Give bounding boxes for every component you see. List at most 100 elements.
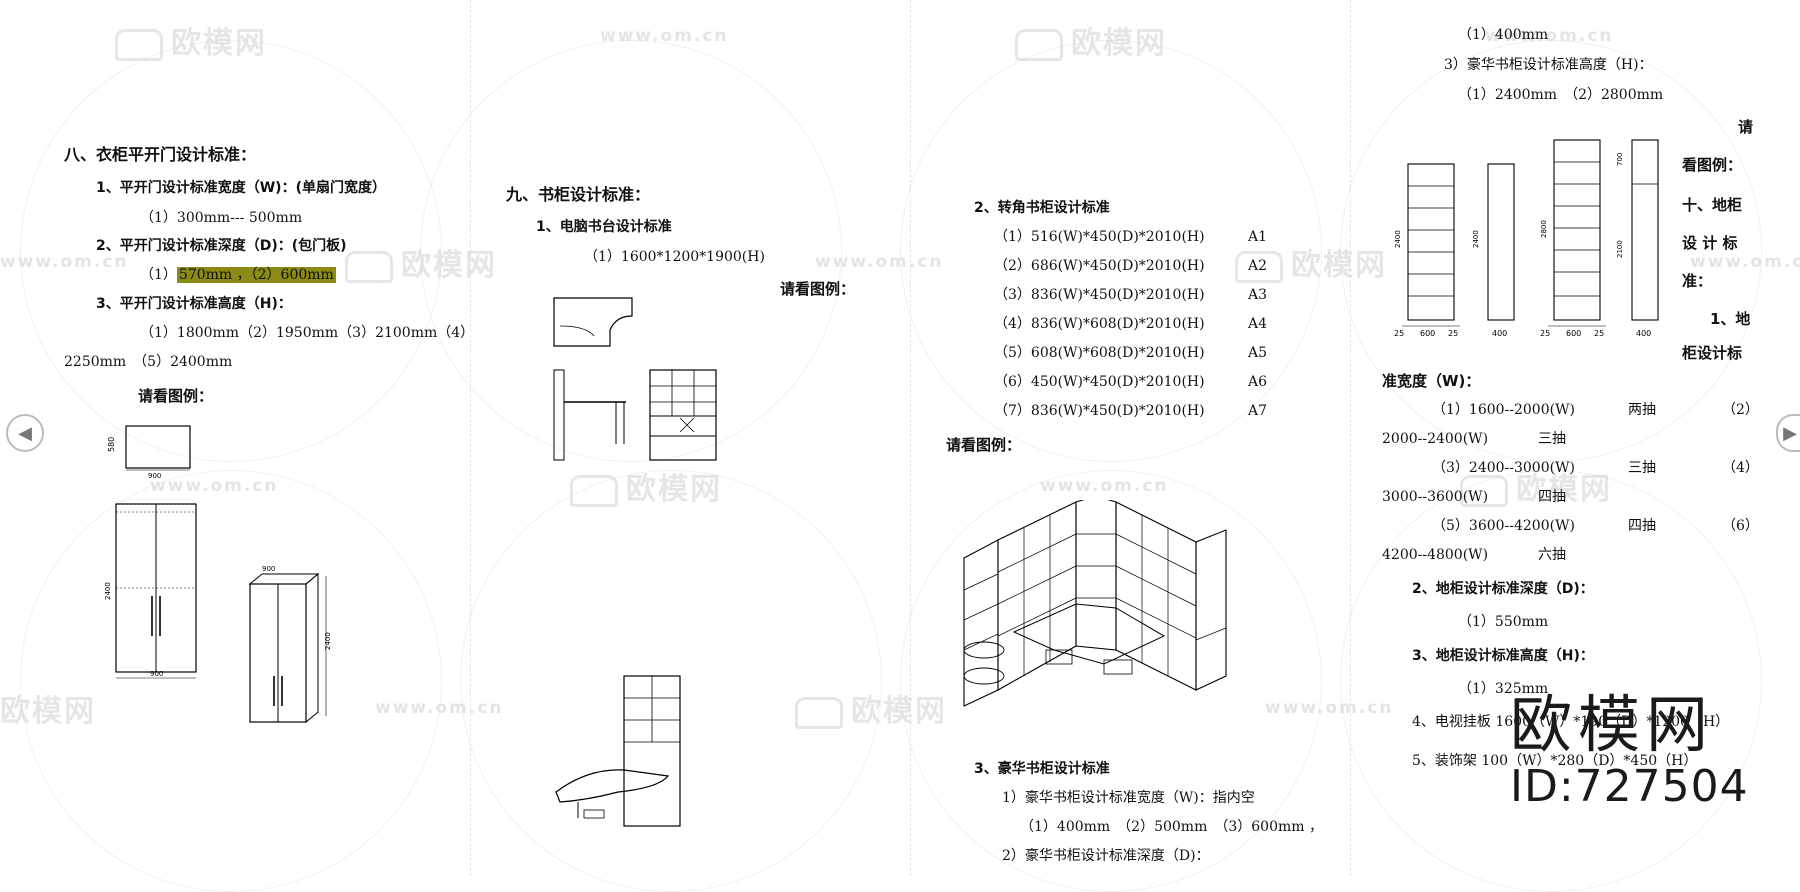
luxury-width-values: （1）400mm （2）500mm （3）600mm ， [1020, 819, 1323, 835]
sec8-depth-title: 2、平开门设计标准深度（D)：(包门板) [96, 238, 347, 254]
dim-label: 2800 [1540, 220, 1548, 238]
sofa-icon [115, 28, 163, 61]
watermark-brand: 欧模网 [1071, 26, 1167, 61]
floor-depth-title: 2、地柜设计标准深度（D)： [1412, 581, 1594, 597]
corner-spec-text: （7）836(W)*450(D)*2010(H) [994, 403, 1205, 419]
corner-spec-code: A2 [1248, 258, 1268, 274]
corner-spec-code: A5 [1248, 345, 1268, 361]
dim-label: 2400 [1394, 230, 1402, 248]
bg-circle [900, 40, 1322, 462]
luxury-title: 3、豪华书柜设计标准 [974, 761, 1110, 777]
floor-width-1: （1）1600--2000(W) [1432, 402, 1575, 418]
corner-spec-text: （2）686(W)*450(D)*2010(H) [994, 258, 1205, 274]
corner-spec-code: A7 [1248, 403, 1268, 419]
corner-spec-text: （4）836(W)*608(D)*2010(H) [994, 316, 1205, 332]
sec8-see-figure: 请看图例： [138, 387, 214, 405]
floor-cabinet-width-title: 准宽度（W)： [1382, 372, 1481, 390]
sec9-value: （1）1600*1200*1900(H) [584, 249, 765, 265]
dim-label: 700 [1616, 153, 1624, 166]
watermark-logo: 欧模网 [1460, 464, 1612, 508]
page-divider [470, 0, 471, 876]
p4-side-text: 十、地柜 [1682, 196, 1743, 214]
floor-height-value: （1）325mm [1458, 681, 1549, 697]
watermark-url: www.om.cn [150, 476, 279, 496]
section8-title: 八、衣柜平开门设计标准： [64, 145, 257, 164]
watermark-brand: 欧模网 [626, 472, 722, 507]
luxury-height-title: 3）豪华书柜设计标准高度（H)： [1444, 57, 1653, 73]
dim-label: 400 [1492, 329, 1507, 338]
dim-label: 900 [150, 670, 163, 678]
sofa-icon [570, 474, 618, 507]
dim-label: 900 [148, 472, 161, 480]
dim-label: 900 [262, 566, 275, 573]
sofa-icon [1015, 28, 1063, 61]
luxury-height-values: （1）2400mm （2）2800mm [1458, 87, 1664, 103]
watermark-url: www.om.cn [815, 252, 944, 272]
chevron-right-icon: ▶ [1783, 422, 1797, 444]
corner-spec-text: （3）836(W)*450(D)*2010(H) [994, 287, 1205, 303]
dim-label: 600 [1420, 329, 1435, 338]
sec8-depth-prefix: （1） [140, 267, 177, 283]
p4-side-text: 柜设计标 [1682, 344, 1743, 362]
floor-width-5: （5）3600--4200(W) [1432, 518, 1575, 534]
floor-width-2: 2000--2400(W) [1382, 431, 1489, 447]
floor-width-4: 3000--3600(W) [1382, 489, 1489, 505]
id-watermark: 欧模网 ID:727504 [1510, 690, 1749, 814]
id-watermark-label: ID:727504 [1510, 761, 1749, 812]
p4-side-text: 请 [1738, 118, 1754, 136]
floor-width-3-next: （4） [1722, 460, 1759, 476]
sec8-height-values-1: （1）1800mm（2）1950mm（3）2100mm（4） [140, 325, 475, 341]
dim-label: 2400 [324, 632, 332, 650]
watermark-logo: 欧模网 [570, 464, 722, 508]
watermark-brand: 欧模网 [1516, 472, 1612, 507]
sec8-width-title: 1、平开门设计标准宽度（W)：(单扇门宽度） [96, 180, 386, 196]
desk-iso-view [548, 668, 698, 838]
watermark-logo: 欧模网 [0, 686, 96, 730]
p4-side-text: 看图例： [1682, 156, 1743, 174]
dim-label: 2400 [104, 582, 112, 600]
id-watermark-brand: 欧模网 [1510, 688, 1715, 761]
dim-label: 2100 [1616, 240, 1624, 258]
page-divider [1350, 0, 1351, 876]
watermark-url: www.om.cn [375, 698, 504, 718]
dim-label: 400 [1636, 329, 1651, 338]
watermark-brand: 欧模网 [401, 248, 497, 283]
floor-width-2-drawers: 三抽 [1538, 431, 1566, 447]
corner-spec-text: （6）450(W)*450(D)*2010(H) [994, 374, 1205, 390]
desk-side-view [546, 362, 636, 462]
dim-label: 25 [1448, 329, 1458, 338]
sec8-height-values-2: 2250mm （5）2400mm [64, 354, 233, 370]
luxury-depth-value: （1）400mm [1458, 27, 1549, 43]
dim-label: 25 [1540, 329, 1550, 338]
dim-label: 580 [108, 437, 116, 452]
tv-panel-spec: 4、电视挂板 1600（W）*190（D）*1200（H） [1412, 714, 1730, 730]
sofa-icon [1460, 474, 1508, 507]
corner-spec-code: A3 [1248, 287, 1268, 303]
sofa-icon [1235, 250, 1283, 283]
watermark-brand: 欧模网 [171, 26, 267, 61]
watermark-brand: 欧模网 [0, 694, 96, 729]
floor-width-5-next: （6） [1722, 518, 1759, 534]
watermark-url: www.om.cn [0, 252, 129, 272]
corner-see-figure: 请看图例： [946, 436, 1022, 454]
watermark-brand: 欧模网 [851, 694, 947, 729]
p4-side-text: 1、地 [1710, 310, 1751, 328]
sofa-icon [345, 250, 393, 283]
watermark-url: www.om.cn [1040, 476, 1169, 496]
sec9-see-figure: 请看图例： [780, 280, 856, 298]
prev-page-button[interactable]: ◀ [6, 414, 44, 452]
floor-width-1-drawers: 两抽 [1628, 402, 1656, 418]
watermark-logo: 欧模网 [795, 686, 947, 730]
watermark-logo: 欧模网 [1235, 240, 1387, 284]
highlighted-text[interactable]: 570mm ，（2）600mm [176, 267, 336, 283]
luxury-bookcase-elevations: 2400 600 25 25 2400 400 2800 600 25 25 7… [1392, 134, 1662, 344]
floor-width-3-drawers: 三抽 [1628, 460, 1656, 476]
floor-width-6: 4200--4800(W) [1382, 547, 1489, 563]
sec8-depth-value-row: （1）570mm ，（2）600mm [140, 266, 336, 284]
floor-width-6-drawers: 六抽 [1538, 547, 1566, 563]
corner-spec-text: （5）608(W)*608(D)*2010(H) [994, 345, 1205, 361]
sofa-icon [795, 696, 843, 729]
decor-shelf-spec: 5、装饰架 100（W）*280（D）*450（H） [1412, 753, 1698, 769]
next-page-button[interactable]: ▶ [1776, 414, 1800, 452]
sec8-height-title: 3、平开门设计标准高度（H)： [96, 296, 292, 312]
